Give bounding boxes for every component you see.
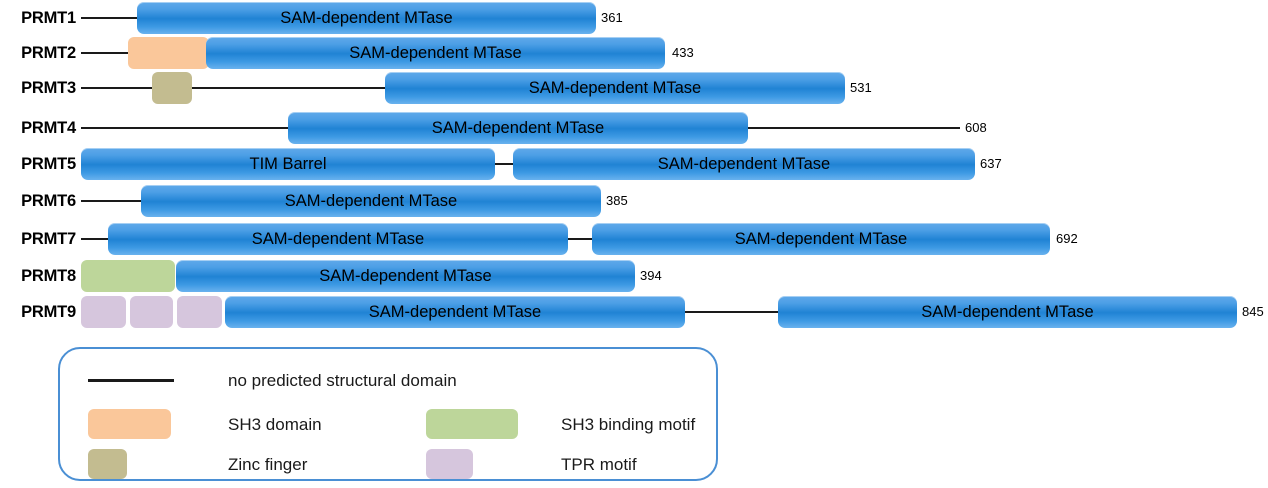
domain-block-mtase: SAM-dependent MTase — [288, 112, 748, 144]
domain-block-mtase: SAM-dependent MTase — [206, 37, 665, 69]
protein-row-prmt6: PRMT6 SAM-dependent MTase 385 — [0, 183, 1268, 219]
motif-block-tpr — [130, 296, 173, 328]
protein-length-label: 637 — [980, 156, 1002, 171]
protein-length-label: 845 — [1242, 304, 1264, 319]
backbone-segment — [189, 86, 387, 90]
domain-block-label: SAM-dependent MTase — [734, 229, 908, 248]
legend-swatch-tpr-motif — [426, 449, 473, 479]
protein-length-label: 433 — [672, 45, 694, 60]
backbone-segment — [81, 16, 139, 20]
protein-length-label: 361 — [601, 10, 623, 25]
domain-block-mtase: SAM-dependent MTase — [141, 185, 601, 217]
domain-block-mtase: SAM-dependent MTase — [513, 148, 975, 180]
protein-name-label: PRMT7 — [21, 230, 76, 248]
protein-length-label: 692 — [1056, 231, 1078, 246]
domain-block-label: SAM-dependent MTase — [528, 78, 702, 97]
domain-block-label: SAM-dependent MTase — [431, 118, 605, 137]
backbone-segment — [81, 86, 157, 90]
legend-label-no-domain: no predicted structural domain — [228, 371, 457, 390]
backbone-segment — [492, 162, 516, 166]
legend-swatch-zinc-finger — [88, 449, 127, 479]
domain-block-label: SAM-dependent MTase — [657, 154, 831, 173]
backbone-segment — [564, 237, 596, 241]
protein-name-label: PRMT1 — [21, 9, 76, 27]
legend-label-sh3-binding-motif: SH3 binding motif — [561, 415, 696, 434]
legend-label-sh3-domain: SH3 domain — [228, 415, 322, 434]
domain-block-mtase: SAM-dependent MTase — [108, 223, 568, 255]
backbone-segment — [81, 126, 292, 130]
backbone-segment — [81, 199, 144, 203]
protein-row-prmt3: PRMT3 SAM-dependent MTase 531 — [0, 70, 1268, 106]
domain-block-mtase: SAM-dependent MTase — [225, 296, 685, 328]
protein-name-label: PRMT5 — [21, 155, 76, 173]
motif-block-sh3b — [81, 260, 175, 292]
protein-row-prmt2: PRMT2 SAM-dependent MTase 433 — [0, 35, 1268, 71]
domain-block-label: SAM-dependent MTase — [284, 191, 458, 210]
protein-length-label: 385 — [606, 193, 628, 208]
domain-block-label: SAM-dependent MTase — [368, 302, 542, 321]
protein-row-prmt9: PRMT9 SAM-dependent MTase SAM-dependent MT… — [0, 294, 1268, 330]
domain-block-mtase: SAM-dependent MTase — [137, 2, 596, 34]
legend-swatch-sh3-domain — [88, 409, 171, 439]
protein-row-prmt4: PRMT4 SAM-dependent MTase 608 — [0, 110, 1268, 146]
backbone-segment — [682, 310, 781, 314]
motif-block-zinc — [152, 72, 192, 104]
protein-row-prmt5: PRMT5 TIM Barrel SAM-dependent MTase 637 — [0, 146, 1268, 182]
protein-length-label: 608 — [965, 120, 987, 135]
domain-block-label: SAM-dependent MTase — [921, 302, 1094, 321]
domain-block-mtase: SAM-dependent MTase — [592, 223, 1050, 255]
legend-label-zinc-finger: Zinc finger — [228, 455, 308, 474]
protein-length-label: 394 — [640, 268, 662, 283]
protein-name-label: PRMT3 — [21, 79, 76, 97]
domain-block-mtase: SAM-dependent MTase — [778, 296, 1237, 328]
domain-block-label: SAM-dependent MTase — [319, 266, 492, 285]
legend-label-tpr-motif: TPR motif — [561, 455, 637, 474]
protein-length-label: 531 — [850, 80, 872, 95]
legend-swatch-sh3-binding-motif — [426, 409, 518, 439]
domain-block-label: SAM-dependent MTase — [251, 229, 425, 248]
domain-block-label: TIM Barrel — [249, 154, 327, 173]
motif-block-tpr — [81, 296, 126, 328]
domain-block-label: SAM-dependent MTase — [349, 43, 522, 62]
domain-block-mtase: SAM-dependent MTase — [385, 72, 845, 104]
backbone-segment — [81, 51, 130, 55]
protein-name-label: PRMT6 — [21, 192, 76, 210]
legend-box: no predicted structural domain SH3 domai… — [58, 347, 718, 481]
protein-row-prmt7: PRMT7 SAM-dependent MTase SAM-dependent MT… — [0, 221, 1268, 257]
domain-block-mtase: SAM-dependent MTase — [176, 260, 635, 292]
protein-name-label: PRMT9 — [21, 303, 76, 321]
protein-row-prmt1: PRMT1 SAM-dependent MTase 361 — [0, 0, 1268, 36]
domain-block-label: SAM-dependent MTase — [280, 8, 453, 27]
legend-line-swatch — [88, 379, 174, 382]
backbone-segment — [744, 126, 960, 130]
protein-row-prmt8: PRMT8 SAM-dependent MTase 394 — [0, 258, 1268, 294]
protein-name-label: PRMT2 — [21, 44, 76, 62]
motif-block-sh3 — [128, 37, 209, 69]
domain-block-mtase: TIM Barrel — [81, 148, 495, 180]
backbone-segment — [81, 237, 111, 241]
motif-block-tpr — [177, 296, 222, 328]
protein-name-label: PRMT4 — [21, 119, 76, 137]
protein-name-label: PRMT8 — [21, 267, 76, 285]
